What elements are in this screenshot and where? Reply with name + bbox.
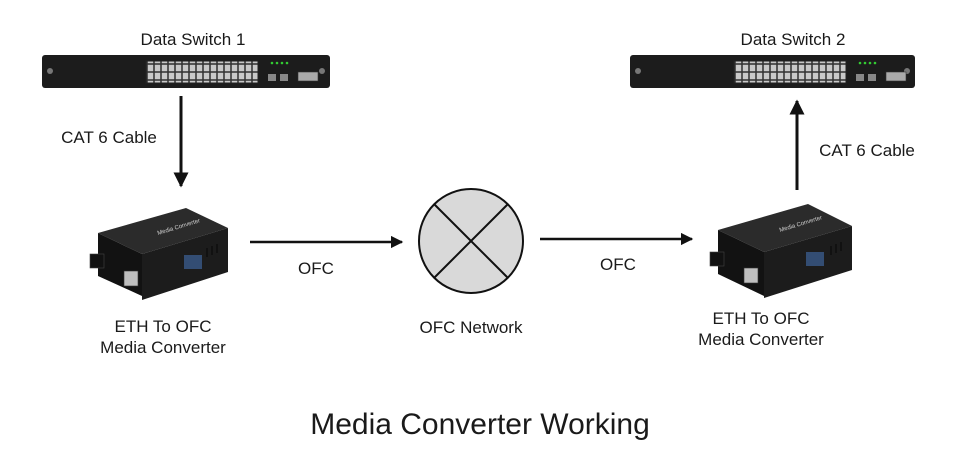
switch-2-label: Data Switch 2	[740, 30, 846, 49]
diagram-title: Media Converter Working	[310, 408, 650, 441]
converter-right-label-line1: ETH To OFC	[712, 309, 810, 328]
ofc-network-symbol	[418, 188, 524, 294]
network-label: OFC Network	[419, 318, 523, 337]
converter-left-label-line2: Media Converter	[100, 338, 226, 357]
link-right-label: OFC	[600, 255, 636, 274]
data-switch-2	[630, 55, 915, 88]
converter-left-label-line1: ETH To OFC	[114, 317, 212, 336]
converter-right-label-line2: Media Converter	[698, 330, 824, 349]
cable-right-label: CAT 6 Cable	[819, 141, 915, 160]
link-left-label: OFC	[298, 259, 334, 278]
switch-1-label: Data Switch 1	[140, 30, 246, 49]
cable-left-label: CAT 6 Cable	[61, 128, 157, 147]
data-switch-1	[42, 55, 330, 88]
media-converter-left: Media Converter	[89, 208, 228, 300]
media-converter-right: Media Converter	[709, 204, 852, 298]
